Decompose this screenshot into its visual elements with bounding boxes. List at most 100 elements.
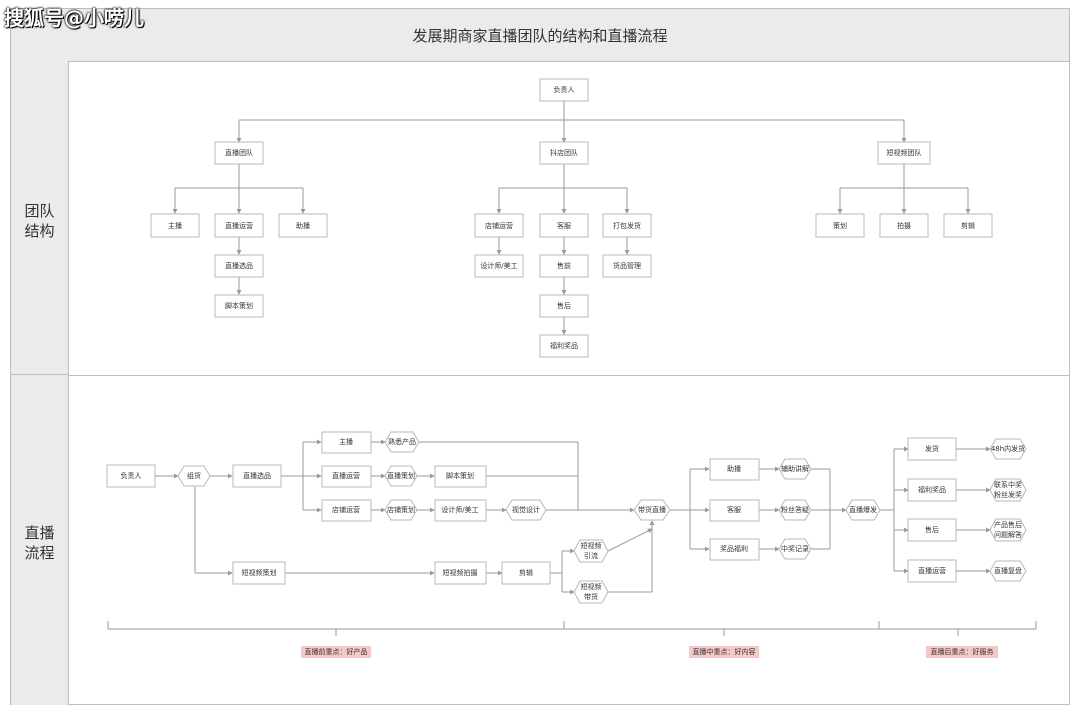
flow-node-store-planning: 店铺策划 (384, 499, 418, 521)
flow-node-ship-48h: 48h内发货 (989, 438, 1027, 460)
svg-text:脚本策划: 脚本策划 (446, 471, 474, 480)
svg-text:辅助讲解: 辅助讲解 (781, 464, 809, 473)
flow-node-winner-record: 中奖记录 (778, 538, 812, 560)
flow-node-short-video-shooting: 短视频拍摄 (434, 561, 487, 585)
flow-node-live-burst: 直播爆发 (845, 499, 881, 521)
flow-node-live-selection: 直播选品 (232, 464, 282, 488)
svg-text:短视频团队: 短视频团队 (887, 148, 922, 157)
svg-text:直播运营: 直播运营 (225, 221, 253, 230)
org-node-packing-shipping: 打包发货 (602, 213, 652, 238)
flow-node-live-selling: 带货直播 (633, 499, 671, 521)
svg-text:直播选品: 直播选品 (225, 261, 253, 270)
svg-text:售后: 售后 (925, 525, 939, 534)
svg-text:直播中重点：好内容: 直播中重点：好内容 (693, 647, 756, 656)
svg-text:助播: 助播 (296, 221, 310, 230)
watermark: 搜狐号@小唠儿 (4, 6, 144, 30)
phase-bracket (107, 621, 1037, 636)
phase-note-after: 直播后重点：好服务 (926, 646, 998, 658)
svg-text:直播复盘: 直播复盘 (994, 566, 1022, 575)
svg-text:48h内发货: 48h内发货 (991, 444, 1025, 453)
svg-text:直播运营: 直播运营 (918, 566, 946, 575)
svg-text:打包发货: 打包发货 (613, 221, 641, 230)
org-edges (172, 101, 971, 335)
svg-text:售前: 售前 (557, 261, 571, 270)
svg-text:直播策划: 直播策划 (387, 471, 415, 480)
phase-note-during: 直播中重点：好内容 (689, 646, 759, 658)
org-node-script-planning: 脚本策划 (214, 294, 264, 318)
svg-text:发货: 发货 (925, 444, 939, 453)
org-node-root: 负责人 (539, 78, 589, 102)
svg-text:产品售后: 产品售后 (994, 520, 1022, 529)
flow-node-anchor: 主播 (321, 431, 372, 454)
org-node-inventory: 货品管理 (602, 254, 652, 278)
org-node-shooting: 拍摄 (879, 213, 929, 238)
flow-node-fan-maintenance: 粉丝答疑 (778, 499, 812, 521)
svg-text:脚本策划: 脚本策划 (225, 301, 253, 310)
title-band: 发展期商家直播团队的结构和直播流程 (11, 9, 1069, 62)
flow-node-store-ops: 店铺运营 (321, 499, 372, 522)
svg-text:设计师/美工: 设计师/美工 (441, 505, 478, 514)
svg-text:短视频: 短视频 (581, 541, 602, 550)
svg-text:直播选品: 直播选品 (243, 471, 271, 480)
svg-text:短视频: 短视频 (581, 582, 602, 591)
svg-text:中奖记录: 中奖记录 (781, 544, 809, 553)
diagram-frame: 发展期商家直播团队的结构和直播流程 团队 结构 直播 流程 (10, 8, 1070, 705)
flow-node-owner: 负责人 (106, 464, 156, 488)
org-node-live-ops: 直播运营 (214, 213, 264, 238)
org-node-assistant: 助播 (278, 213, 328, 238)
org-node-anchor: 主播 (150, 213, 200, 238)
org-node-store-ops: 店铺运营 (474, 213, 524, 238)
svg-text:货品管理: 货品管理 (613, 261, 641, 270)
svg-text:主播: 主播 (339, 437, 353, 446)
flow-node-script-planning: 脚本策划 (434, 465, 487, 488)
section-label-process: 直播 流程 (11, 375, 69, 705)
svg-text:店铺运营: 店铺运营 (332, 505, 360, 514)
svg-text:负责人: 负责人 (554, 85, 575, 94)
svg-text:拍摄: 拍摄 (897, 221, 911, 230)
flow-node-familiar-products: 熟悉产品 (384, 431, 420, 453)
flow-node-live-planning: 直播策划 (384, 465, 418, 487)
flow-node-shipping: 发货 (907, 437, 957, 461)
svg-text:剪辑: 剪辑 (519, 568, 533, 577)
svg-text:直播爆发: 直播爆发 (849, 505, 877, 514)
org-node-live-team: 直播团队 (214, 141, 264, 165)
page-title: 发展期商家直播团队的结构和直播流程 (412, 27, 668, 45)
flow-node-editing: 剪辑 (501, 561, 551, 585)
svg-text:店铺运营: 店铺运营 (485, 221, 513, 230)
flow-node-designer: 设计师/美工 (434, 499, 487, 522)
svg-text:组货: 组货 (187, 471, 201, 480)
svg-text:直播后重点：好服务: 直播后重点：好服务 (931, 647, 994, 656)
flow-node-assistant: 助播 (709, 458, 760, 481)
phase-note-before: 直播前重点：好产品 (301, 646, 371, 658)
svg-text:引流: 引流 (584, 551, 598, 560)
svg-text:设计师/美工: 设计师/美工 (480, 261, 517, 270)
org-node-pre-sale: 售前 (539, 254, 589, 278)
flow-node-live-ops-2: 直播运营 (907, 559, 957, 583)
org-node-editing: 剪辑 (943, 213, 993, 238)
svg-text:主播: 主播 (168, 221, 182, 230)
flow-node-team-building: 组货 (177, 465, 211, 487)
org-node-designer: 设计师/美工 (474, 254, 524, 278)
flow-node-after-sale: 售后 (907, 518, 957, 542)
structure-label-text: 团队 结构 (24, 202, 55, 240)
svg-text:问题解答: 问题解答 (994, 530, 1022, 539)
svg-text:福利奖品: 福利奖品 (550, 341, 578, 350)
svg-text:短视频策划: 短视频策划 (242, 568, 277, 577)
svg-text:售后: 售后 (557, 301, 571, 310)
flow-edges (155, 439, 991, 595)
section-label-structure: 团队 结构 (11, 61, 69, 375)
flow-node-welfare-prizes: 福利奖品 (907, 478, 957, 502)
org-node-live-selection: 直播选品 (214, 254, 264, 278)
svg-text:策划: 策划 (833, 221, 847, 230)
svg-text:粉丝答疑: 粉丝答疑 (781, 505, 809, 514)
flow-node-live-review: 直播复盘 (989, 560, 1027, 582)
svg-text:直播运营: 直播运营 (332, 471, 360, 480)
svg-text:剪辑: 剪辑 (961, 221, 975, 230)
svg-text:带货直播: 带货直播 (638, 505, 666, 514)
org-node-welfare-prizes: 福利奖品 (539, 334, 589, 358)
